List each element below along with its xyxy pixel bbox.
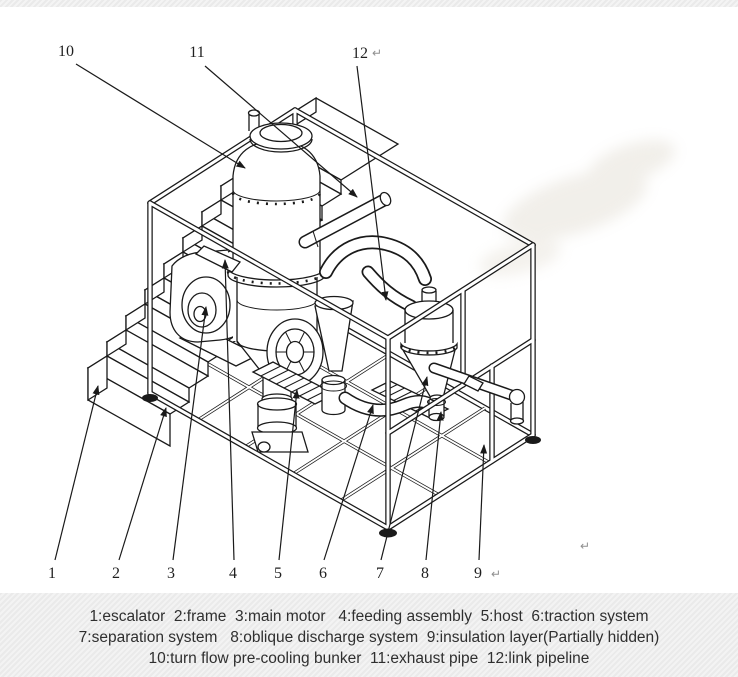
leader-line-11	[204, 65, 358, 198]
leader-line-4	[221, 259, 235, 561]
return-mark-bottom: ↵	[491, 567, 501, 581]
leader-line-2	[118, 407, 167, 561]
machine-feet	[142, 394, 541, 538]
callout-label-3: 3	[167, 565, 175, 582]
top-edge-strip	[0, 0, 738, 7]
callout-label-1: 1	[48, 565, 56, 582]
leader-line-6	[323, 404, 374, 561]
leader-lines	[54, 63, 488, 561]
legend-line-3: 10:turn flow pre-cooling bunker 11:exhau…	[148, 650, 590, 667]
return-mark-stray: ↵	[580, 539, 590, 553]
pre-cooling-bunker	[194, 109, 327, 453]
callout-label-9: 9	[474, 565, 482, 582]
callout-label-2: 2	[112, 565, 120, 582]
leader-line-8	[425, 411, 444, 561]
oblique-discharge-system	[428, 362, 526, 425]
callout-label-7: 7	[376, 565, 384, 582]
leader-line-10	[75, 63, 246, 169]
caption-band: 1:escalator 2:frame 3:main motor 4:feedi…	[0, 593, 738, 677]
legend-line-2: 7:separation system 8:oblique discharge …	[78, 629, 660, 646]
link-pipeline	[319, 235, 432, 313]
leader-line-9	[478, 444, 488, 561]
callout-label-6: 6	[319, 565, 327, 582]
callout-label-4: 4	[229, 565, 237, 582]
callout-label-8: 8	[421, 565, 429, 582]
legend-line-1: 1:escalator 2:frame 3:main motor 4:feedi…	[89, 608, 649, 625]
leader-line-5	[278, 389, 300, 561]
exhaust-pipe	[298, 191, 392, 249]
callout-label-10: 10	[58, 43, 74, 60]
callout-label-11: 11	[189, 44, 204, 61]
return-mark-top: ↵	[372, 46, 382, 60]
leader-line-3	[172, 306, 209, 561]
machine-figure-drawing: 10 11 12 ↵ 1 2 3 4 5 6 7 8 9 ↵ ↵	[48, 43, 676, 582]
leader-line-7	[380, 376, 429, 561]
callout-label-5: 5	[274, 565, 282, 582]
frame-front-rails	[147, 200, 536, 531]
leader-line-12	[356, 65, 389, 301]
feeding-assembly	[194, 245, 242, 273]
leader-line-1	[54, 385, 100, 561]
callout-labels: 10 11 12 ↵ 1 2 3 4 5 6 7 8 9 ↵ ↵	[48, 43, 590, 582]
callout-label-12: 12	[352, 45, 368, 62]
